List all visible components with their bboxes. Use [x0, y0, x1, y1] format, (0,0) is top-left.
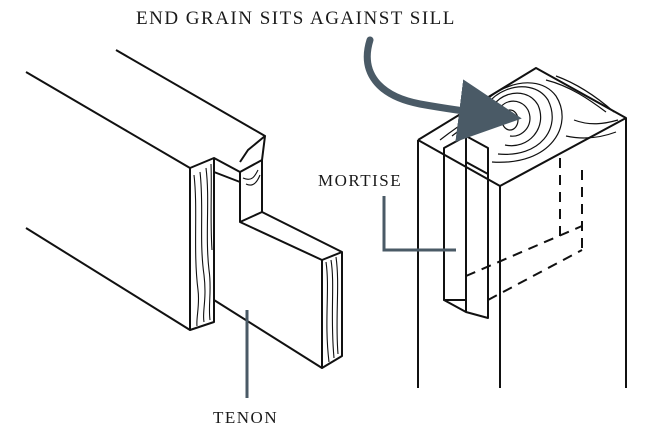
tenon-top-left [213, 171, 263, 223]
beam-top-edge [25, 71, 191, 169]
shoulder-top [189, 135, 266, 173]
tenon-beam [25, 49, 343, 369]
tenon-label: TENON [213, 408, 279, 427]
tenon-end-grain [325, 256, 339, 363]
tenon-bottom-edge [213, 299, 323, 369]
mortise-post [417, 67, 627, 388]
tenon-top-face [239, 211, 343, 261]
shoulder-face [189, 158, 215, 331]
end-grain-arrow [363, 36, 522, 142]
mortise-slot [443, 148, 467, 313]
mortise-label: MORTISE [318, 171, 403, 190]
end-grain-label: END GRAIN SITS AGAINST SILL [136, 8, 456, 29]
beam-bottom-edge [25, 227, 191, 331]
shoulder-grain [193, 163, 261, 327]
beam-top-back-edge [115, 49, 266, 137]
tenon-end-face [321, 252, 343, 369]
post-outline-top [417, 67, 627, 388]
mortise-hidden-lines [465, 158, 583, 301]
post-top-face [417, 117, 627, 187]
mortise-leader [382, 196, 456, 252]
